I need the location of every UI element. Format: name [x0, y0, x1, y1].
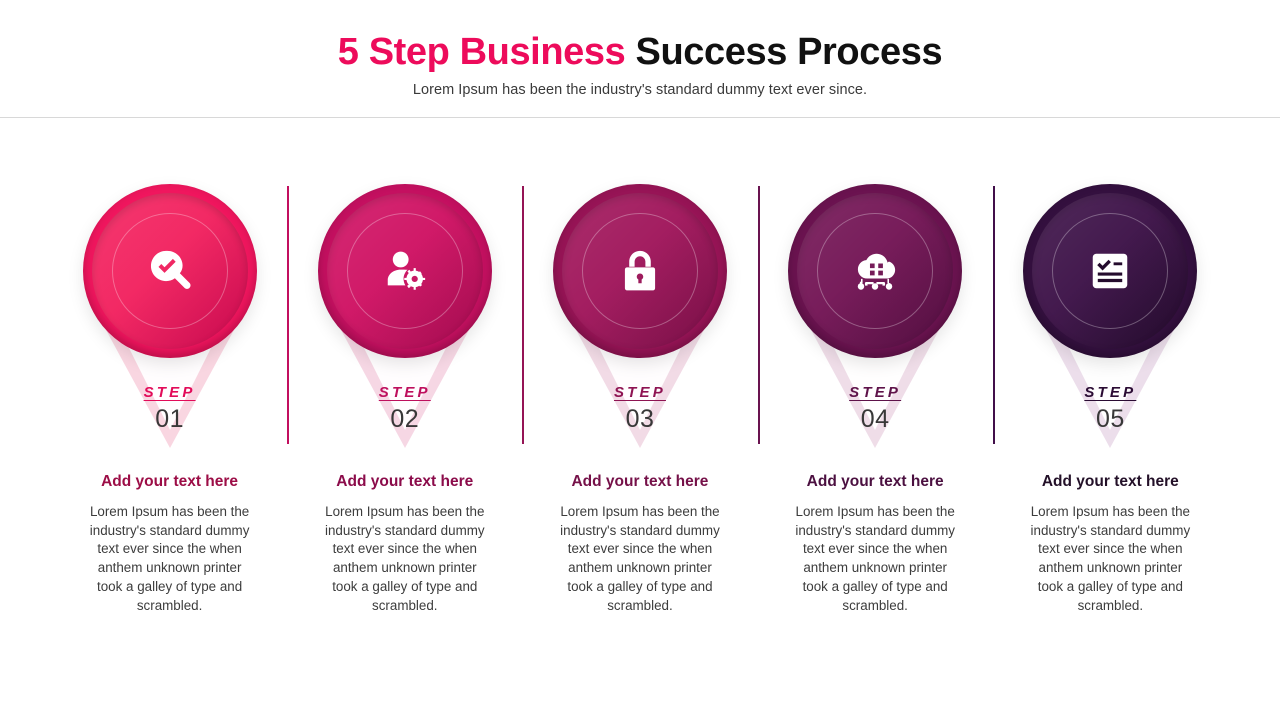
- cloud-network-icon: [847, 243, 903, 299]
- page-title: 5 Step Business Success Process: [0, 33, 1280, 71]
- column-divider-4: [757, 186, 760, 444]
- step-body-2: Lorem Ipsum has been the industry's stan…: [324, 503, 485, 613]
- step-badge-5[interactable]: [1023, 184, 1198, 358]
- step-number-5: 05: [1095, 405, 1125, 433]
- step-badge-3[interactable]: [552, 184, 727, 358]
- page-subtitle: Lorem Ipsum has been the industry's stan…: [412, 82, 868, 98]
- step-badge-1[interactable]: [82, 184, 257, 358]
- padlock-icon: [612, 243, 668, 299]
- magnifier-check-icon: [142, 243, 198, 299]
- step-word-2: STEP: [378, 384, 431, 401]
- step-column-1[interactable]: STEP 01 Add your text here Lorem Ipsum h…: [52, 168, 287, 668]
- badge-ring-outline-1: [111, 213, 228, 329]
- step-body-3: Lorem Ipsum has been the industry's stan…: [560, 503, 720, 613]
- step-label-block-3: STEP 03: [522, 384, 757, 434]
- step-heading-4: Add your text here: [806, 473, 944, 490]
- step-number-3: 03: [625, 405, 655, 433]
- step-word-5: STEP: [1084, 384, 1137, 401]
- step-body-1: Lorem Ipsum has been the industry's stan…: [89, 503, 250, 613]
- step-number-4: 04: [860, 405, 890, 433]
- step-badge-2[interactable]: [317, 184, 492, 358]
- step-body-4: Lorem Ipsum has been the industry's stan…: [795, 503, 955, 613]
- step-label-block-4: STEP 04: [758, 384, 993, 434]
- step-body-5: Lorem Ipsum has been the industry's stan…: [1030, 503, 1191, 613]
- step-heading-5: Add your text here: [1041, 473, 1179, 490]
- header-divider-rule: [0, 117, 1280, 118]
- step-column-3[interactable]: STEP 03 Add your text here Lorem Ipsum h…: [522, 168, 757, 668]
- step-word-1: STEP: [143, 384, 196, 401]
- step-heading-1: Add your text here: [101, 473, 239, 490]
- step-word-3: STEP: [613, 384, 666, 401]
- step-badge-4[interactable]: [788, 184, 963, 358]
- step-number-1: 01: [155, 405, 184, 433]
- column-divider-3: [522, 186, 525, 444]
- checklist-document-icon: [1082, 243, 1138, 299]
- step-label-block-5: STEP 05: [993, 384, 1228, 434]
- step-column-4[interactable]: STEP 04 Add your text here Lorem Ipsum h…: [757, 168, 993, 668]
- user-settings-icon: [377, 243, 433, 299]
- step-heading-3: Add your text here: [571, 473, 709, 490]
- step-word-4: STEP: [849, 384, 902, 401]
- step-column-5[interactable]: STEP 05 Add your text here Lorem Ipsum h…: [992, 168, 1228, 668]
- column-divider-2: [287, 186, 290, 444]
- step-number-2: 02: [390, 405, 420, 433]
- slide-header: 5 Step Business Success Process Lorem Ip…: [0, 0, 1280, 98]
- badge-ring-outline-5: [1052, 213, 1169, 329]
- step-column-2[interactable]: STEP 02 Add your text here Lorem Ipsum h…: [287, 168, 522, 668]
- badge-ring-outline-3: [581, 213, 698, 329]
- step-label-block-2: STEP 02: [287, 384, 522, 434]
- page-title-rest: Success Process: [625, 31, 943, 73]
- badge-ring-outline-2: [346, 213, 463, 329]
- step-label-block-1: STEP 01: [52, 384, 287, 434]
- column-divider-5: [992, 186, 995, 444]
- steps-container: STEP 01 Add your text here Lorem Ipsum h…: [52, 168, 1228, 668]
- badge-ring-outline-4: [817, 213, 934, 329]
- step-heading-2: Add your text here: [336, 473, 474, 490]
- page-title-accent: 5 Step Business: [337, 31, 626, 73]
